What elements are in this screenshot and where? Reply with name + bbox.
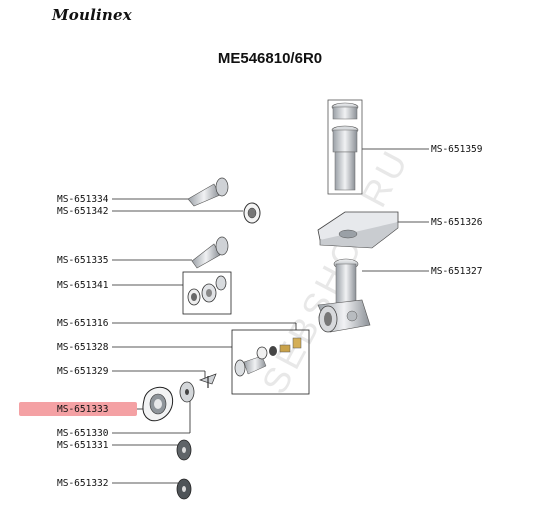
part-label-ms-651335[interactable]: MS-651335 (57, 255, 109, 266)
knife-part (198, 373, 217, 388)
medium-grid-part (176, 439, 192, 461)
model-title: ME546810/6R0 (217, 50, 323, 67)
ring-nut-part (142, 386, 174, 422)
nut-part (243, 202, 261, 224)
auger-assembly-part (234, 337, 302, 377)
part-label-ms-651331[interactable]: MS-651331 (57, 440, 109, 451)
stuffing-tube-part (187, 177, 229, 207)
part-label-ms-651341[interactable]: MS-651341 (57, 280, 109, 291)
fine-grid-part (179, 381, 195, 403)
part-label-ms-651334[interactable]: MS-651334 (57, 194, 109, 205)
coarse-grid-part (176, 478, 192, 500)
auger-set-box (231, 329, 310, 395)
part-label-ms-651329[interactable]: MS-651329 (57, 366, 109, 377)
highlight-marker (19, 402, 137, 416)
tray-part (317, 211, 399, 249)
ring-set-part (187, 275, 227, 306)
leader-lines (112, 148, 429, 484)
part-label-ms-651328[interactable]: MS-651328 (57, 342, 109, 353)
part-label-ms-651359[interactable]: MS-651359 (431, 144, 483, 155)
part-label-ms-651333[interactable]: MS-651333 (57, 404, 109, 415)
part-label-ms-651332[interactable]: MS-651332 (57, 478, 109, 489)
part-label-ms-651326[interactable]: MS-651326 (431, 217, 483, 228)
brand-logo: Moulinex (52, 6, 132, 24)
food-pusher-part (327, 99, 363, 195)
part-label-ms-651330[interactable]: MS-651330 (57, 428, 109, 439)
ring-set-box (182, 271, 232, 315)
part-label-ms-651316[interactable]: MS-651316 (57, 318, 109, 329)
grinder-body-part (317, 258, 371, 333)
part-label-ms-651342[interactable]: MS-651342 (57, 206, 109, 217)
kebbe-tube-part (191, 236, 229, 269)
part-label-ms-651327[interactable]: MS-651327 (431, 266, 483, 277)
